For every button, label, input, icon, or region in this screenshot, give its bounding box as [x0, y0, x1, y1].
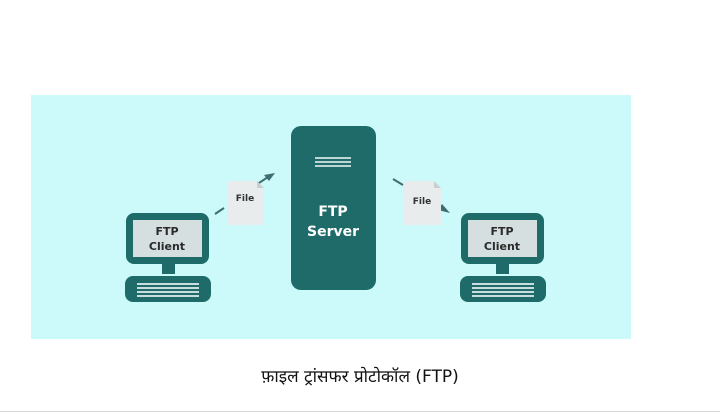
divider	[0, 411, 720, 412]
file-label-right: File	[413, 197, 431, 207]
client-left-label-line2: Client	[149, 240, 185, 253]
document-icon: File	[404, 181, 441, 225]
client-right-label-line1: FTP	[490, 225, 513, 238]
server-icon: FTP Server	[291, 126, 376, 290]
server-label-line1: FTP	[318, 204, 347, 220]
diagram-panel: File FTP Server File	[31, 95, 631, 339]
client-right-label-line2: Client	[484, 240, 520, 253]
computer-icon: FTP Client	[125, 213, 211, 302]
client-left-label-line1: FTP	[155, 225, 178, 238]
computer-icon: FTP Client	[460, 213, 546, 302]
diagram-caption: फ़ाइल ट्रांसफर प्रोटोकॉल (FTP)	[261, 367, 459, 387]
ftp-diagram: File FTP Server File	[125, 126, 546, 302]
server-label-line2: Server	[307, 224, 359, 240]
document-icon: File	[227, 181, 264, 225]
file-label-left: File	[236, 194, 254, 204]
